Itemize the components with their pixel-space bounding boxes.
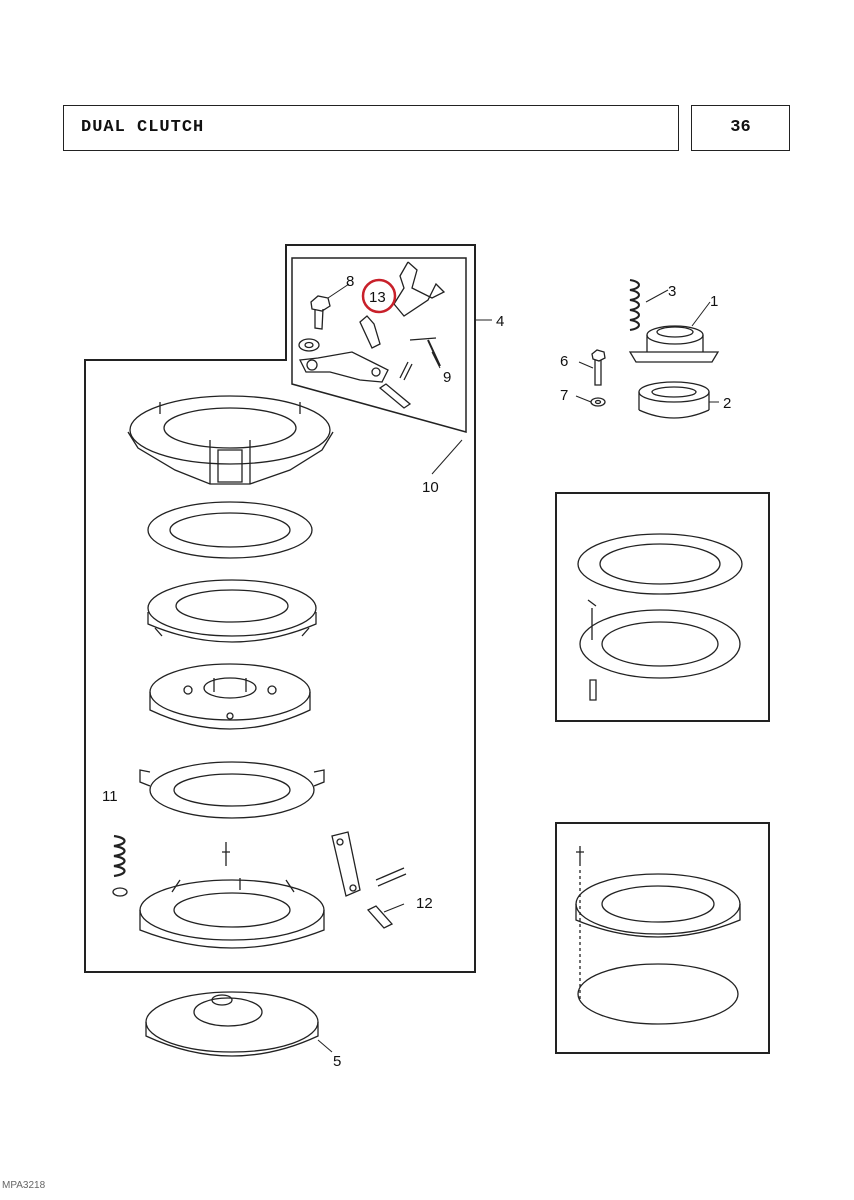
center-plate [147, 579, 317, 643]
pressure-plate-cover [127, 395, 334, 485]
callout-8: 8 [346, 273, 354, 290]
pressure-plate-lower [139, 761, 325, 819]
callout-7: 7 [560, 387, 568, 404]
leader-lines [317, 283, 719, 1053]
callout-1: 1 [710, 293, 718, 310]
callout-3: 3 [668, 283, 676, 300]
callout-2: 2 [723, 395, 731, 412]
inset-plates-parts [577, 533, 743, 701]
callout-6: 6 [560, 353, 568, 370]
callout-9: 9 [443, 369, 451, 386]
main-disc-5 [145, 991, 319, 1057]
main-assembly-frame [84, 244, 476, 973]
link-and-pin-12 [331, 831, 407, 929]
inset-friction-parts [575, 846, 741, 1025]
linkage-detail-box [291, 257, 467, 433]
page-number: 36 [730, 118, 751, 137]
callout-10: 10 [422, 479, 439, 496]
back-plate [139, 842, 325, 949]
intermediate-plate [147, 501, 313, 559]
callout-13: 13 [369, 289, 386, 306]
callout-4: 4 [496, 313, 504, 330]
callout-11: 11 [102, 788, 118, 805]
inset-box-friction [555, 822, 770, 1054]
footer-code: MPA3218 [2, 1180, 46, 1191]
inset-box-plates [555, 492, 770, 722]
title-box: DUAL CLUTCH [63, 105, 679, 151]
page-number-box: 36 [691, 105, 790, 151]
pto-disc [149, 663, 311, 730]
callout-13-highlight [361, 278, 397, 314]
release-bearing-parts [590, 279, 720, 419]
page-title: DUAL CLUTCH [81, 118, 205, 137]
callout-12: 12 [416, 895, 433, 912]
spring-11 [112, 834, 128, 897]
callout-5: 5 [333, 1053, 341, 1070]
linkage-parts [298, 261, 446, 409]
